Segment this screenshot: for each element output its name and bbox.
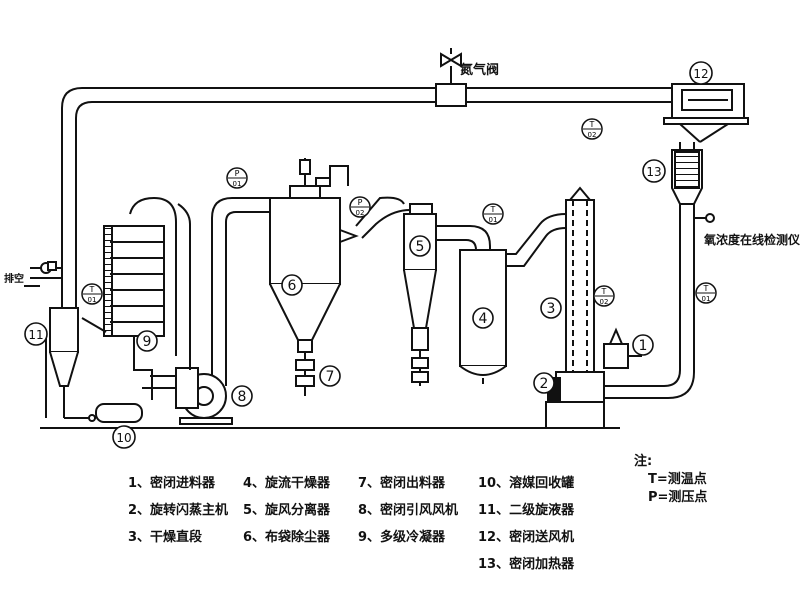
component-marker-10: 10 — [112, 425, 136, 449]
solvent-recovery-tank — [64, 403, 143, 423]
duct-filter-to-fan — [211, 197, 270, 386]
top-return-duct — [61, 48, 672, 225]
sensor-letter: T — [490, 205, 496, 214]
component-number: 4 — [479, 311, 488, 327]
component-number: 6 — [288, 278, 297, 294]
bag-filter — [269, 158, 359, 396]
component-number: 7 — [326, 369, 335, 385]
sensor-letter: T — [703, 284, 709, 293]
sensor-p01: P 01 — [226, 167, 248, 189]
right-riser-duct — [600, 142, 715, 399]
sensor-letter: T — [601, 287, 607, 296]
sensor-number: 02 — [356, 209, 365, 217]
sensor-number: 02 — [600, 298, 609, 306]
sensor-letter: P — [358, 198, 363, 207]
sensor-t01c: T 01 — [695, 282, 717, 304]
component-marker-9: 9 — [136, 330, 158, 352]
multistage-condenser — [81, 225, 165, 400]
sensor-number: 01 — [489, 216, 498, 224]
component-marker-4: 4 — [472, 307, 494, 329]
component-number: 12 — [693, 67, 708, 81]
component-number: 3 — [547, 301, 556, 317]
sensor-number: 01 — [233, 180, 242, 188]
sensor-number: 01 — [88, 296, 97, 304]
component-marker-8: 8 — [231, 385, 253, 407]
component-number: 9 — [143, 334, 152, 350]
nitrogen-valve-label: 氮气阀 — [460, 62, 499, 78]
sensor-t01: T 01 — [81, 283, 103, 305]
component-marker-1: 1 — [632, 334, 654, 356]
component-number: 1 — [639, 338, 648, 354]
sensor-p02: P 02 — [349, 196, 371, 218]
sensor-t01b: T 01 — [482, 203, 504, 225]
component-number: 13 — [646, 165, 661, 179]
sealed-blower — [663, 83, 749, 143]
component-marker-6: 6 — [281, 274, 303, 296]
component-marker-3: 3 — [540, 297, 562, 319]
oxygen-meter-label: 氧浓度在线检测仪 — [703, 232, 800, 247]
component-number: 5 — [416, 239, 425, 255]
duct-dryer-to-separator — [436, 225, 491, 251]
sensor-number: 02 — [588, 131, 597, 139]
component-marker-13: 13 — [642, 159, 666, 183]
sensor-number: 01 — [702, 295, 711, 303]
duct-fan-to-condenser — [129, 196, 191, 370]
sensor-letter: T — [89, 285, 95, 294]
cyclone-separator — [355, 196, 437, 386]
component-marker-11: 11 — [24, 322, 48, 346]
sensor-letter: T — [589, 120, 595, 129]
duct-column-to-dryer — [506, 213, 567, 267]
component-marker-5: 5 — [409, 235, 431, 257]
component-number: 2 — [540, 376, 549, 392]
sensor-t02: T 02 — [581, 118, 603, 140]
sensor-letter: P — [235, 169, 240, 178]
flash-dryer-column — [545, 186, 642, 429]
component-number: 11 — [28, 328, 43, 342]
component-number: 8 — [238, 389, 247, 405]
secondary-liquid-cyclone — [24, 225, 79, 418]
vent-label: 排空 — [4, 272, 24, 285]
component-marker-12: 12 — [689, 61, 713, 85]
induced-draft-fan — [142, 367, 233, 425]
component-marker-7: 7 — [319, 365, 341, 387]
sensor-t02b: T 02 — [593, 285, 615, 307]
component-number: 10 — [116, 431, 131, 445]
component-marker-2: 2 — [533, 372, 555, 394]
